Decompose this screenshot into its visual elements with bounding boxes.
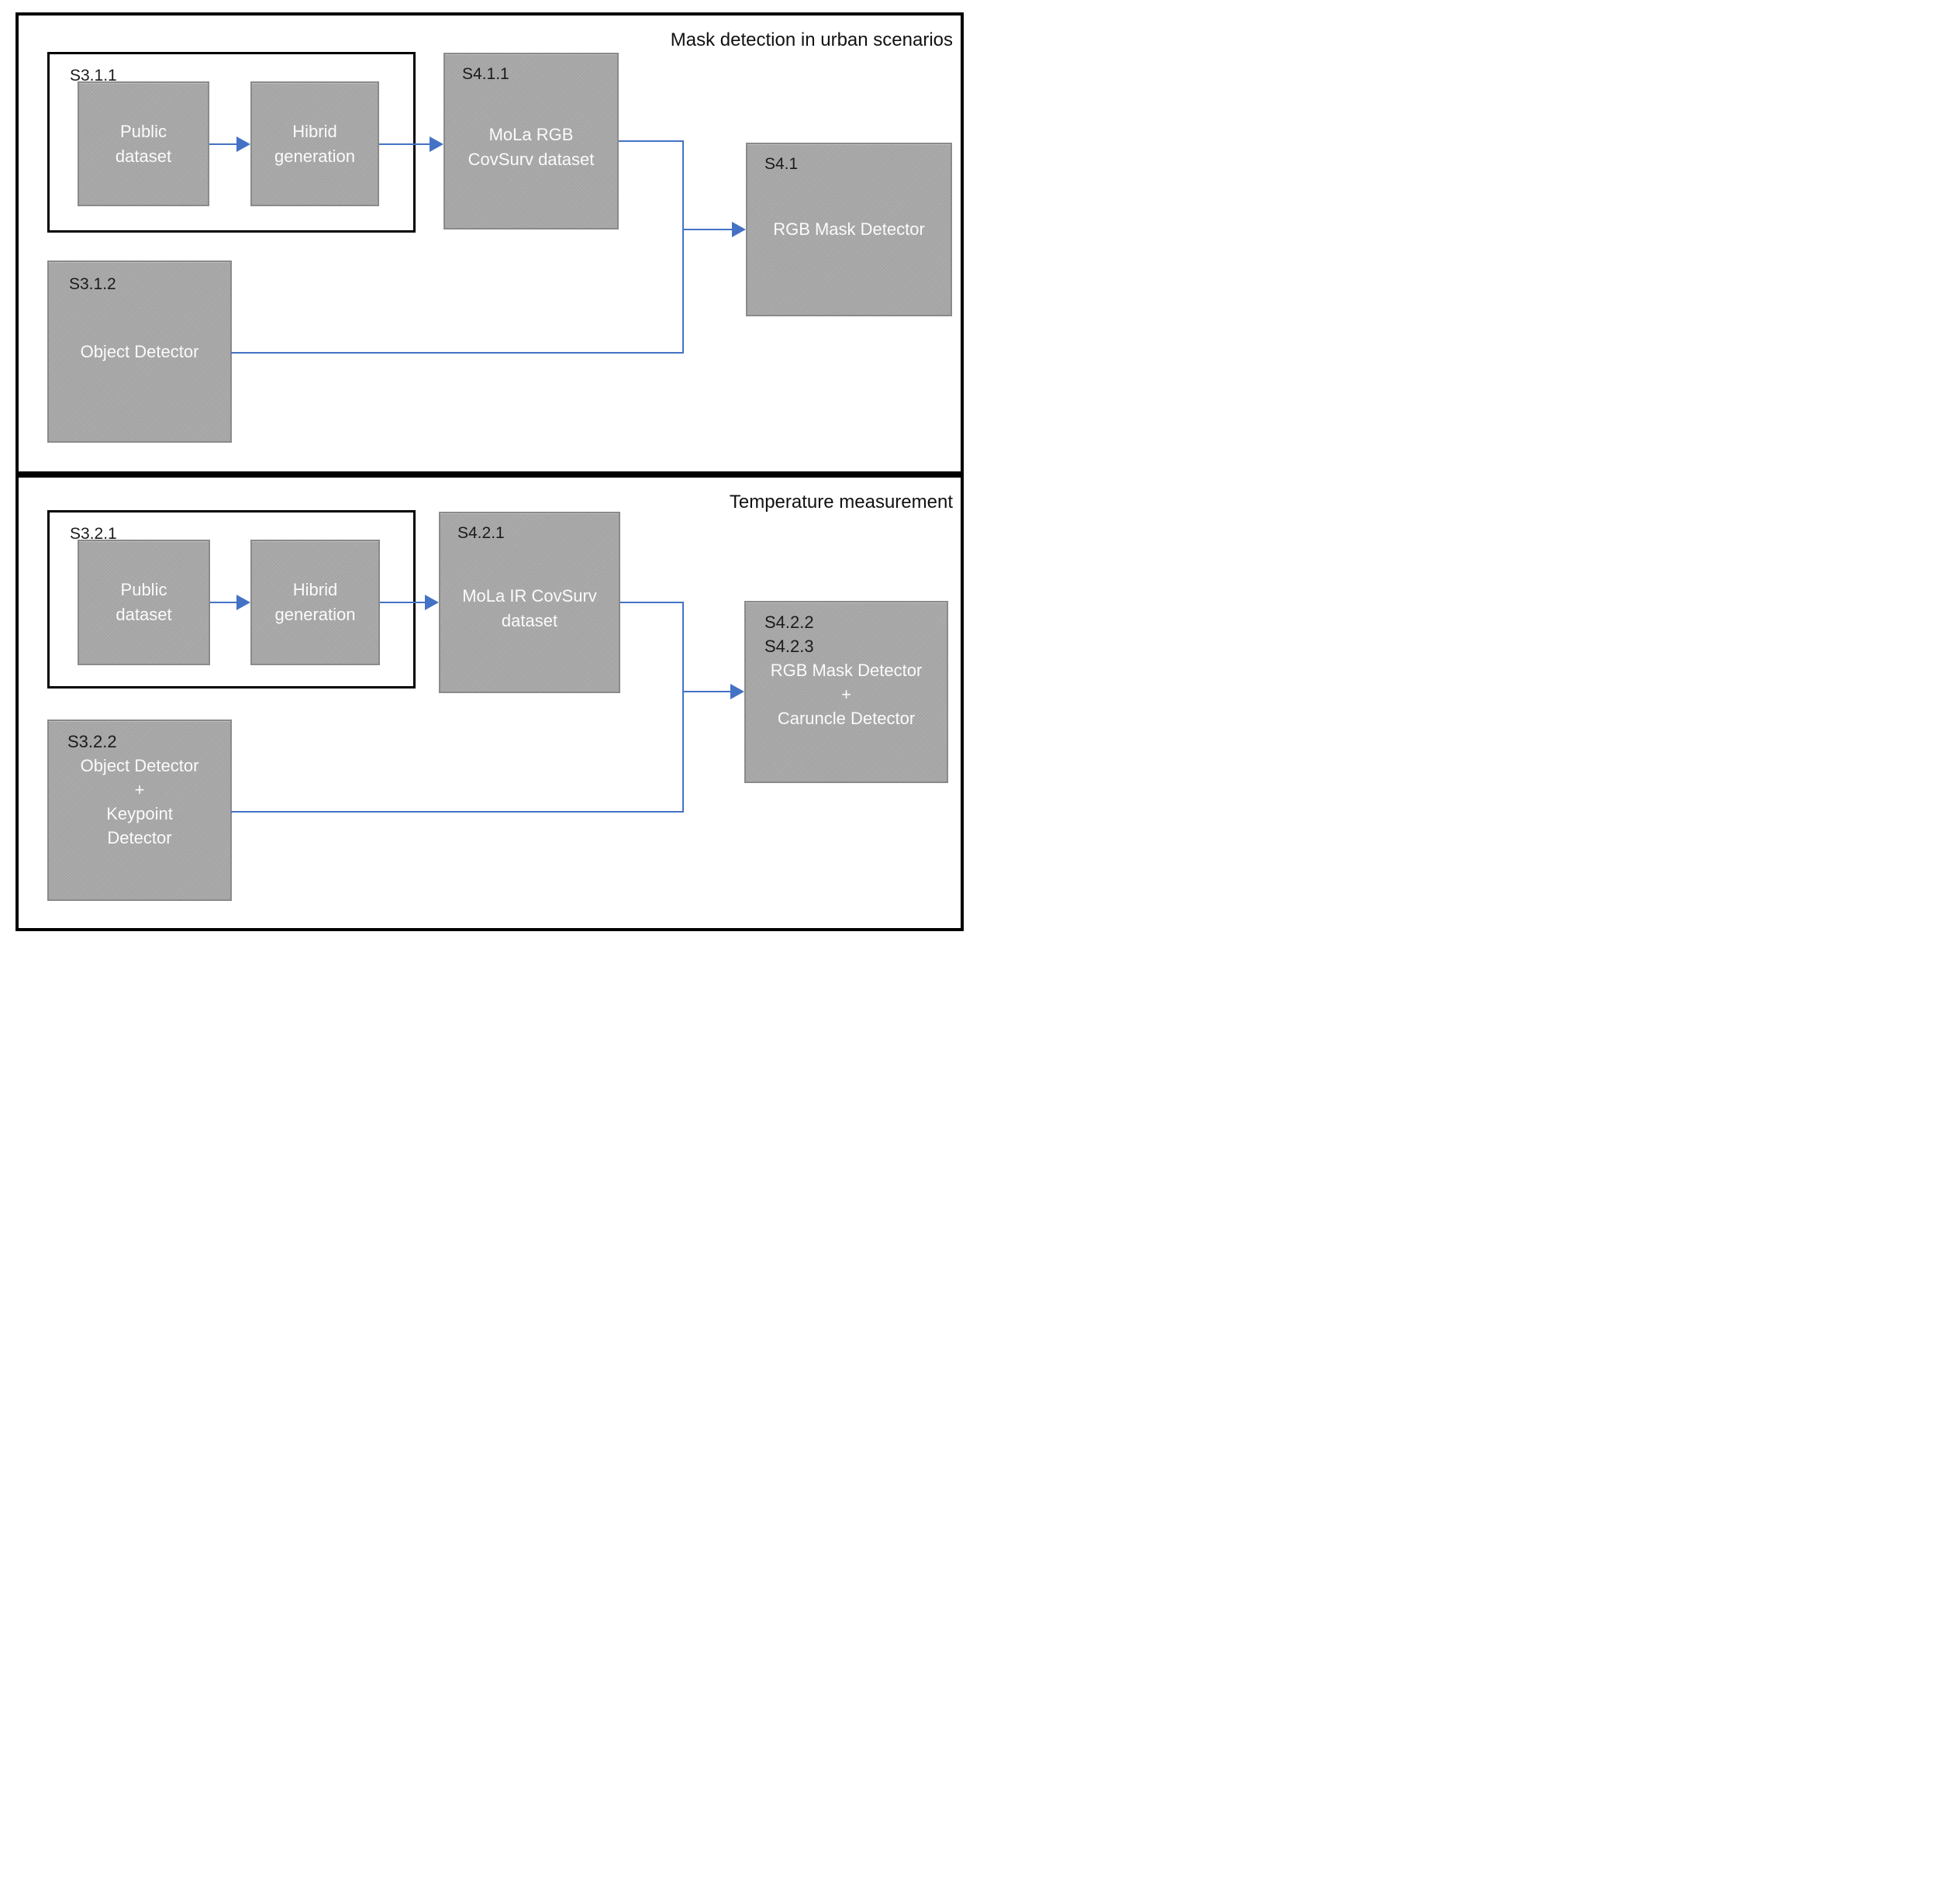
node-text-line: Caruncle Detector — [777, 709, 916, 728]
group-s321-label: S3.2.1 — [70, 525, 117, 543]
arrowhead-icon — [236, 595, 250, 610]
node-mola-ir-covsurv-dataset: S4.2.1 MoLa IR CovSurv dataset — [439, 512, 620, 693]
node-text-line: Public — [120, 121, 167, 141]
node-text-line: dataset — [501, 611, 558, 630]
connector-object-detector-out-1 — [231, 352, 684, 354]
node-text-line: CovSurv dataset — [468, 150, 595, 169]
group-s311-label: S3.1.1 — [70, 67, 117, 85]
node-step-label: S3.1.2 — [69, 275, 116, 293]
connector-dataset-out-1 — [619, 140, 684, 142]
node-text-line: dataset — [116, 605, 172, 624]
connector-public-to-hibrid-2 — [210, 602, 238, 603]
connector-into-caruncle-detector — [682, 691, 732, 692]
node-text-line: RGB Mask Detector — [773, 219, 925, 239]
connector-dataset-out-2 — [620, 602, 684, 603]
arrowhead-icon — [425, 595, 439, 610]
node-step-label: S4.2.1 — [457, 524, 505, 542]
node-text-line: MoLa RGB — [488, 125, 574, 144]
node-step-label: S4.1 — [764, 155, 799, 173]
node-text-line: dataset — [115, 146, 172, 166]
node-object-detector-1: S3.1.2 Object Detector — [47, 261, 232, 443]
node-text-line: generation — [274, 146, 355, 166]
connector-hibrid-to-dataset-2 — [380, 602, 426, 603]
connector-public-to-hibrid-1 — [209, 143, 238, 145]
node-step-label: S4.2.2 — [764, 613, 814, 632]
node-text-line: RGB Mask Detector — [770, 661, 923, 680]
node-text-line: Detector — [107, 828, 172, 847]
node-text-line: Object Detector — [80, 341, 199, 361]
connector-into-rgb-mask-detector — [682, 229, 733, 230]
node-text-line: Keypoint — [106, 804, 173, 823]
node-rgb-mask-detector: S4.1 RGB Mask Detector — [746, 143, 952, 316]
node-hibrid-generation-2: Hibrid generation — [250, 540, 380, 665]
node-text-line: Public — [120, 580, 167, 599]
node-step-label: S4.1.1 — [462, 65, 509, 83]
arrowhead-icon — [730, 684, 744, 699]
node-text-line: Hibrid — [292, 580, 338, 599]
node-text-line: MoLa IR CovSurv — [462, 586, 597, 606]
node-object-keypoint-detector: S3.2.2 Object Detector + Keypoint Detect… — [47, 720, 232, 901]
connector-junction-vertical-2 — [682, 602, 684, 813]
connector-junction-vertical-1 — [682, 140, 684, 354]
connector-object-detector-out-2 — [231, 811, 684, 813]
node-public-dataset-1: Public dataset — [78, 81, 209, 206]
node-public-dataset-2: Public dataset — [78, 540, 210, 665]
node-text-line: Hibrid — [292, 121, 337, 141]
diagram-canvas: Mask detection in urban scenarios S3.1.1… — [0, 0, 980, 949]
connector-hibrid-to-dataset-1 — [379, 143, 431, 145]
panel1-title: Mask detection in urban scenarios — [670, 29, 953, 50]
arrowhead-icon — [430, 136, 443, 152]
arrowhead-icon — [732, 222, 746, 237]
node-text-line: Object Detector — [80, 756, 199, 775]
node-rgb-mask-plus-caruncle-detector: S4.2.2 S4.2.3 RGB Mask Detector + Carunc… — [744, 601, 948, 783]
node-mola-rgb-covsurv-dataset: S4.1.1 MoLa RGB CovSurv dataset — [443, 53, 619, 229]
node-step-label: S4.2.3 — [764, 637, 814, 656]
panel2-title: Temperature measurement — [729, 492, 953, 512]
arrowhead-icon — [236, 136, 250, 152]
node-hibrid-generation-1: Hibrid generation — [250, 81, 379, 206]
node-text-line: generation — [274, 605, 356, 624]
node-text-line: + — [841, 685, 851, 704]
node-step-label: S3.2.2 — [67, 732, 117, 751]
node-text-line: + — [134, 780, 145, 799]
